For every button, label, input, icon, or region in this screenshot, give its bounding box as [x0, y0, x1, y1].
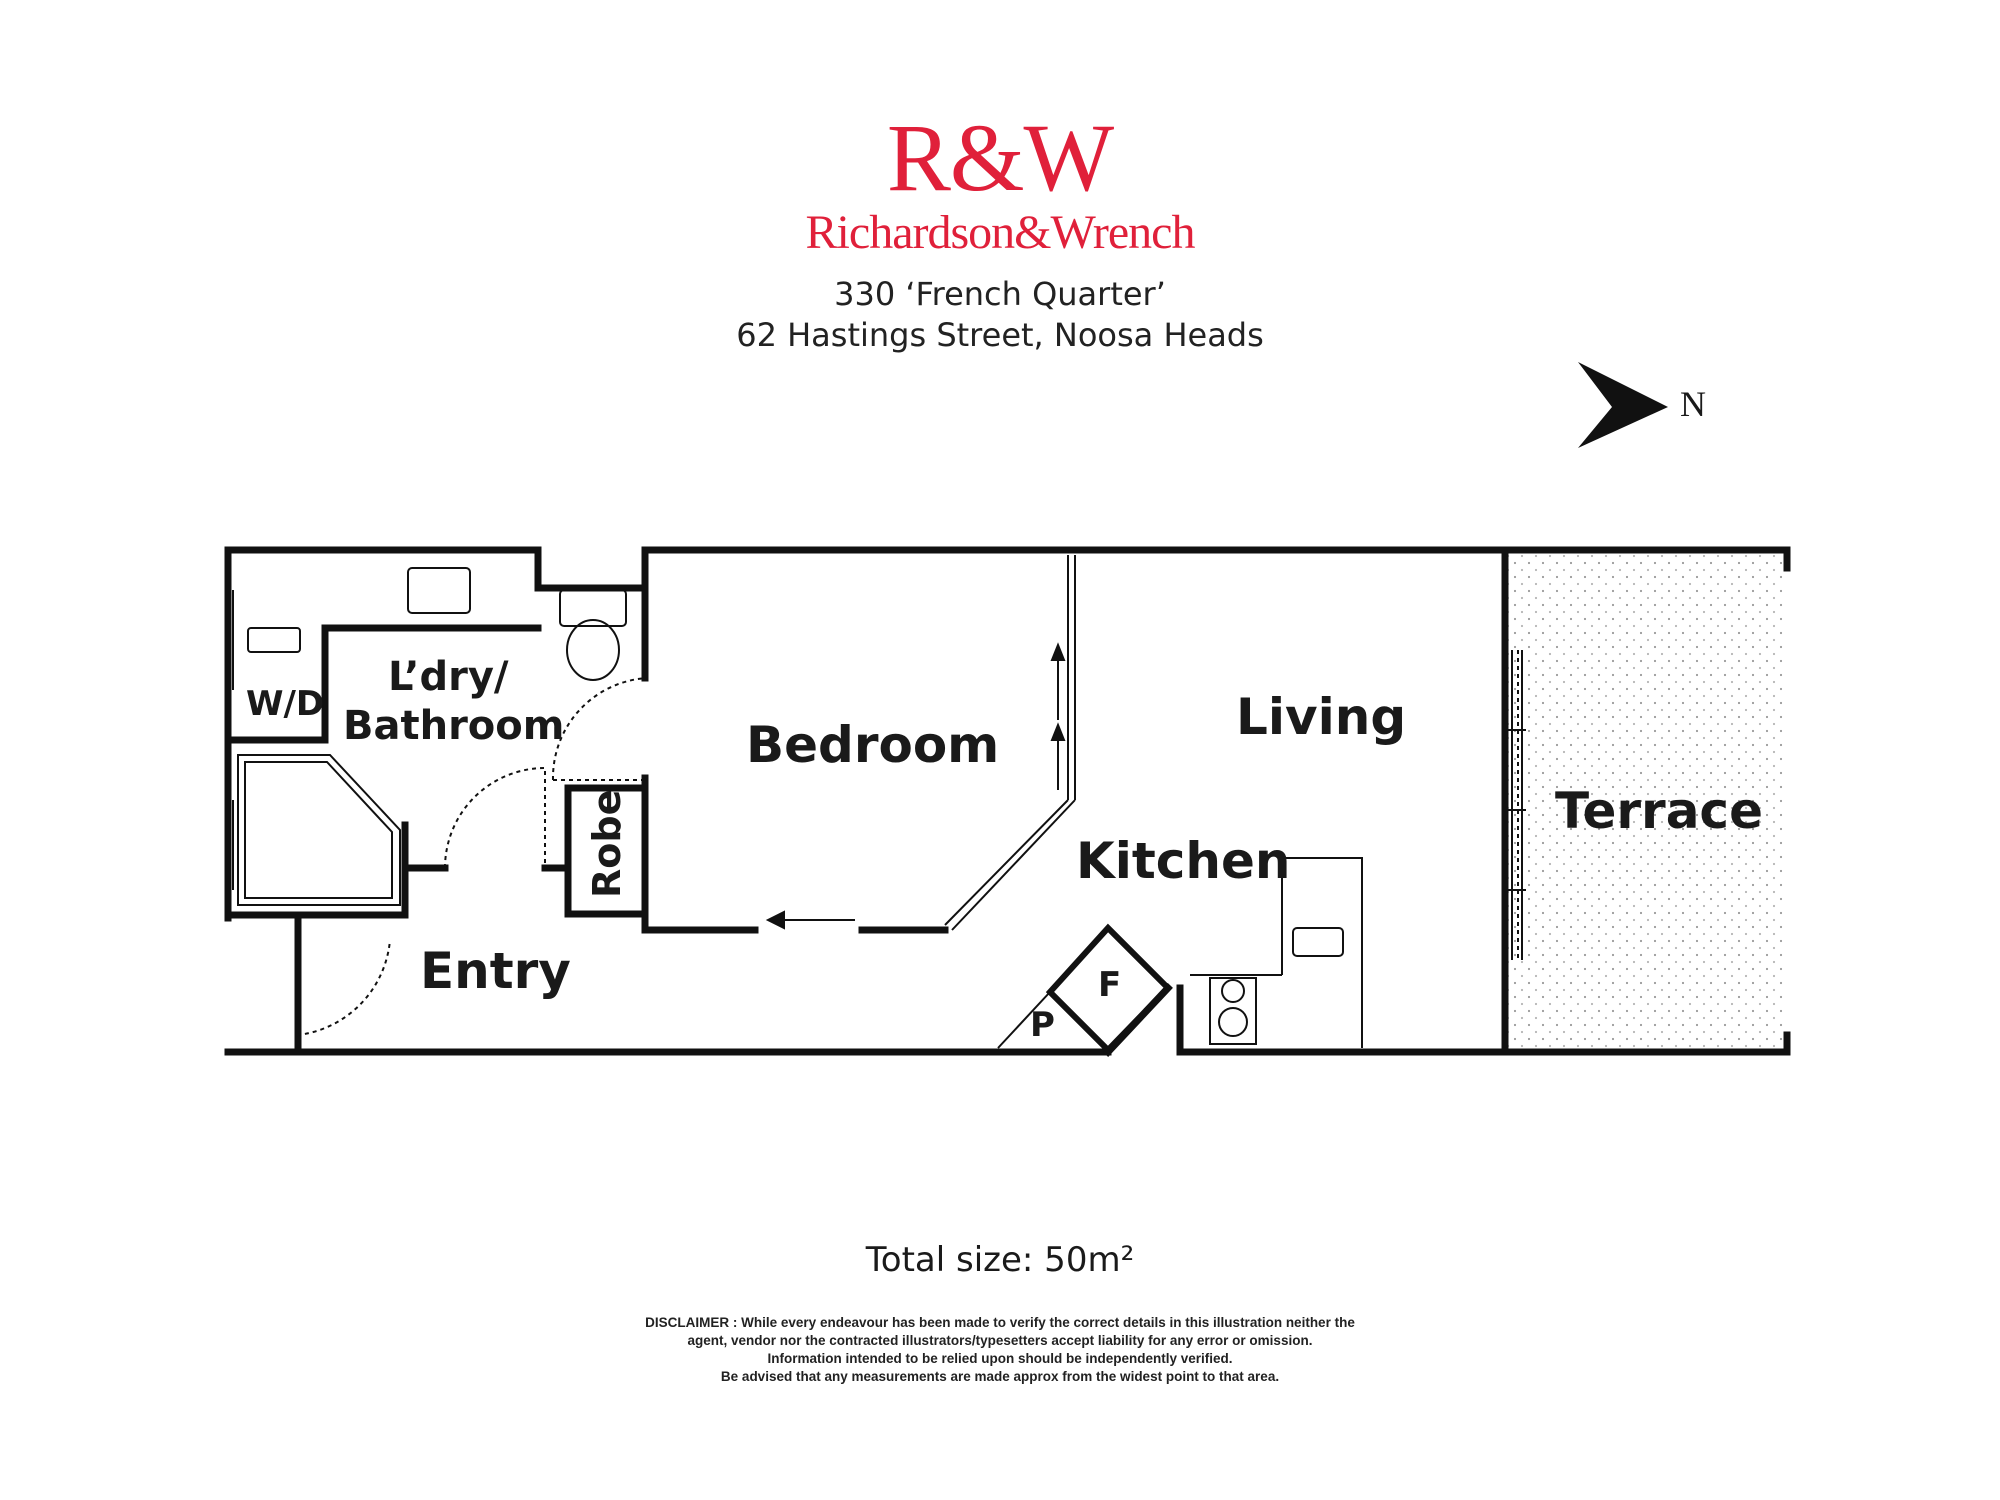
address-line-1: 330 ‘French Quarter’ — [834, 275, 1166, 313]
brand-logo-name: Richardson&Wrench — [805, 206, 1196, 259]
door-swings — [297, 650, 1519, 1037]
disclaimer-line-1: DISCLAIMER : While every endeavour has b… — [645, 1315, 1355, 1330]
room-label-wd: W/D — [246, 684, 325, 724]
walls — [224, 546, 1791, 1057]
room-label-entry: Entry — [420, 942, 571, 1000]
brand-logo-mark: R&W — [886, 104, 1114, 211]
interior-details — [232, 555, 1523, 1055]
room-label-kitchen: Kitchen — [1076, 832, 1291, 890]
room-label-terrace: Terrace — [1555, 782, 1763, 840]
north-arrow-icon — [1578, 362, 1668, 448]
room-label-pantry: P — [1030, 1005, 1055, 1045]
address-line-2: 62 Hastings Street, Noosa Heads — [736, 316, 1264, 354]
disclaimer-line-2: agent, vendor nor the contracted illustr… — [687, 1333, 1313, 1348]
total-size: Total size: 50m² — [865, 1240, 1135, 1280]
room-label-laundry-line1: L’dry/ — [388, 654, 509, 700]
room-label-laundry-line2: Bathroom — [343, 703, 565, 749]
north-label: N — [1680, 384, 1706, 424]
room-label-fridge: F — [1098, 965, 1122, 1005]
disclaimer-line-4: Be advised that any measurements are mad… — [720, 1369, 1280, 1384]
disclaimer-line-3: Information intended to be relied upon s… — [767, 1351, 1233, 1366]
room-label-robe: Robe — [585, 789, 629, 898]
terrace-door-markers — [1508, 729, 1526, 891]
room-label-living: Living — [1236, 688, 1407, 746]
room-label-bedroom: Bedroom — [746, 716, 1000, 774]
terrace-floor — [1505, 555, 1785, 1048]
